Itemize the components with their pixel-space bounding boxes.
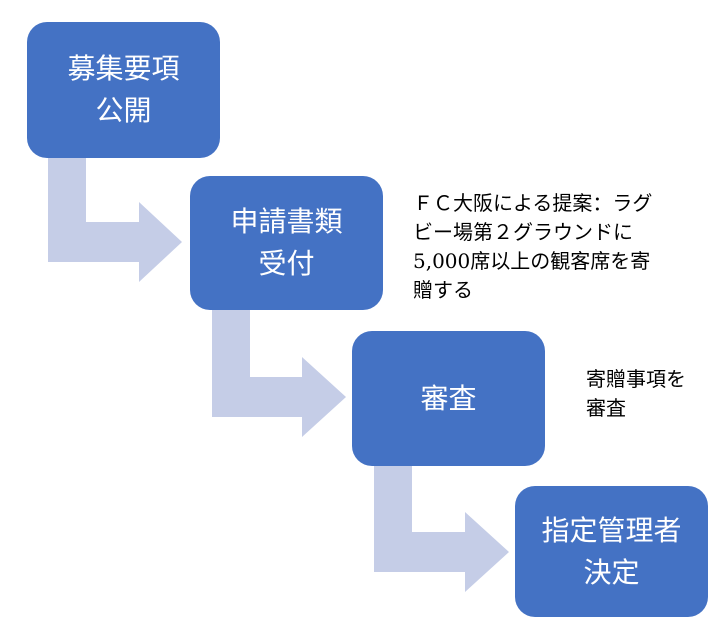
step-2-line-2: 受付 — [258, 247, 315, 280]
step-box-application-receipt: 申請書類 受付 — [190, 176, 383, 310]
proposal-note-line-4: 贈する — [413, 278, 473, 302]
step-3-line-1: 審査 — [420, 381, 477, 415]
review-note-line-2: 審査 — [586, 396, 626, 420]
connector-arrow-1 — [48, 158, 182, 282]
step-4-line-1: 指定管理者 — [541, 513, 682, 547]
step-4-line-2: 決定 — [583, 555, 640, 589]
connector-arrow-3 — [374, 466, 509, 592]
proposal-note-line-3: 5,000席以上の観客席を寄 — [413, 249, 651, 273]
proposal-note-line-1: ＦＣ大阪による提案：ラグ — [413, 191, 653, 215]
step-1-line-2: 公開 — [95, 94, 152, 127]
step-2-line-1: 申請書類 — [230, 205, 343, 238]
step-box-manager-decision: 指定管理者 決定 — [515, 486, 708, 617]
step-box-recruitment-publication: 募集要項 公開 — [27, 22, 220, 158]
step-1-line-1: 募集要項 — [67, 52, 180, 85]
review-note-line-1: 寄贈事項を — [586, 367, 686, 391]
step-box-review: 審査 — [352, 331, 545, 466]
proposal-note-line-2: ビー場第２グラウンドに — [413, 220, 633, 244]
review-note: 寄贈事項を 審査 — [586, 365, 686, 423]
connector-arrow-2 — [212, 310, 346, 437]
proposal-note: ＦＣ大阪による提案：ラグ ビー場第２グラウンドに 5,000席以上の観客席を寄 … — [413, 189, 652, 305]
